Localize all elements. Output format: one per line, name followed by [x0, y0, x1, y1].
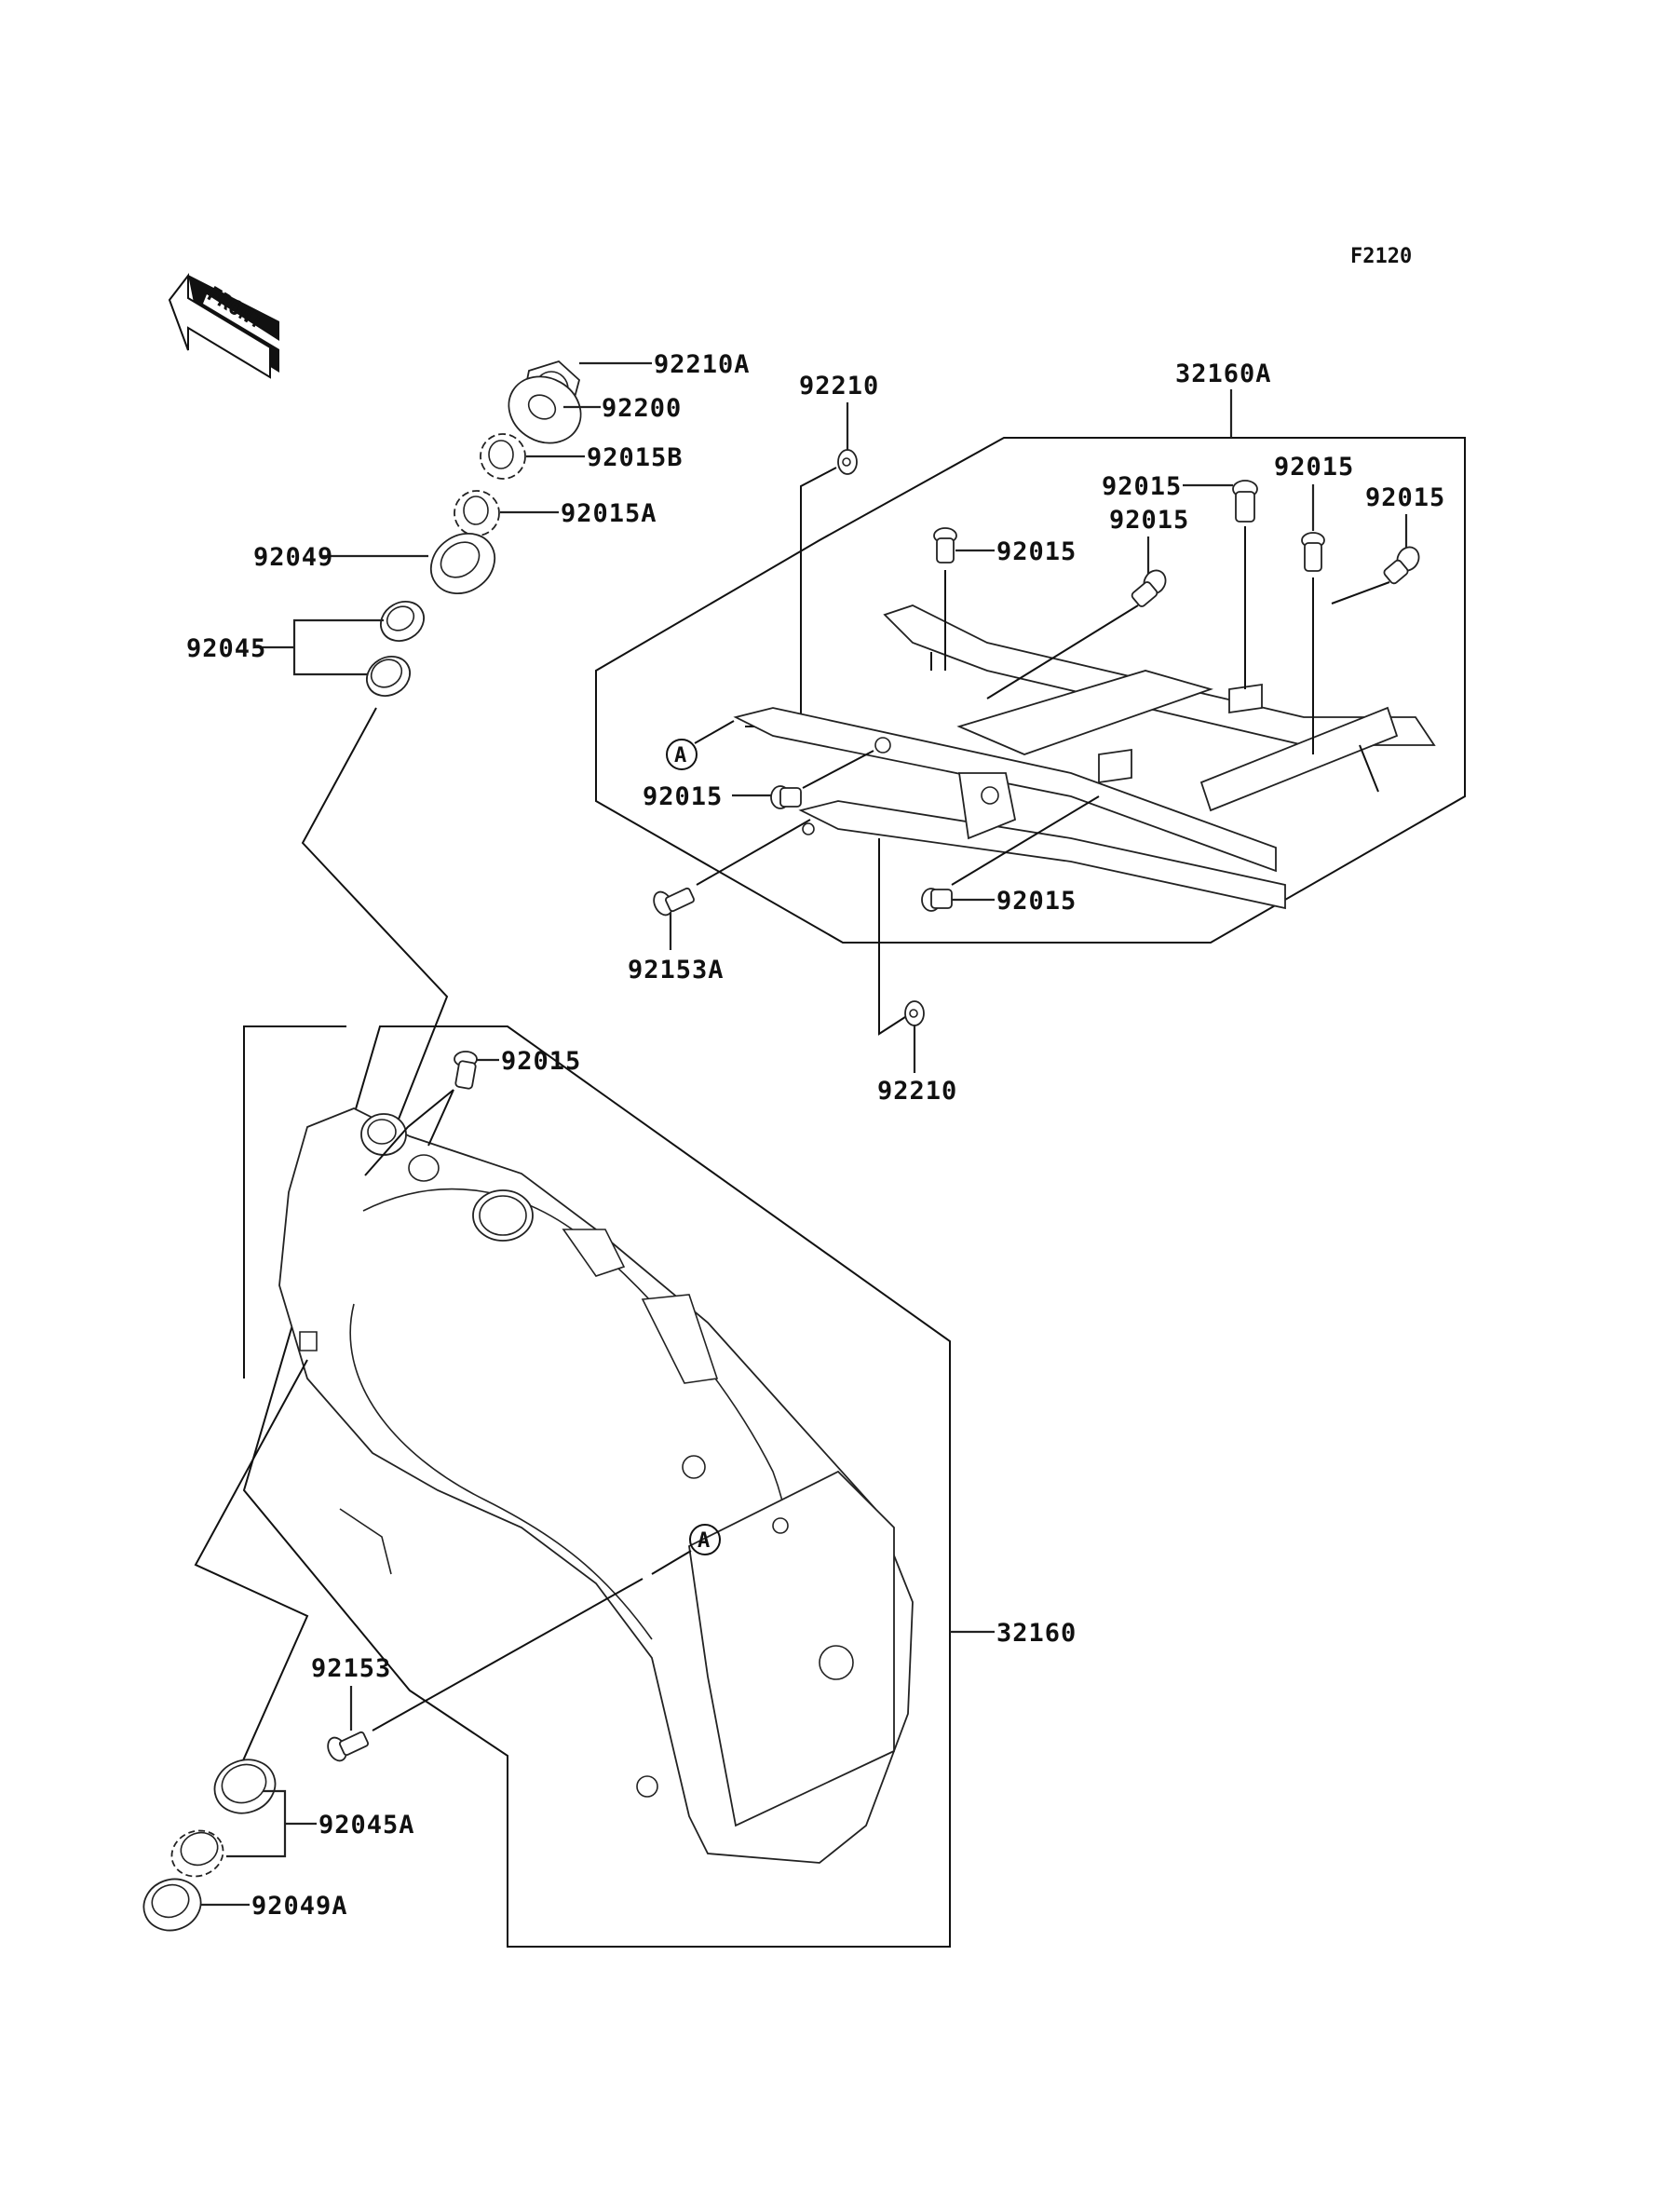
assembly-line-92210-bottom [878, 838, 909, 1036]
part-label-92153A[interactable]: 92153A [628, 956, 725, 985]
svg-text:A: A [674, 744, 686, 767]
front-arrow-icon: FRONT [168, 273, 279, 379]
flange-nut-92210-top-icon [837, 449, 858, 475]
part-label-92049[interactable]: 92049 [253, 543, 333, 572]
bearing-92045-icon [366, 601, 425, 697]
part-label-92210-bottom[interactable]: 92210 [877, 1077, 957, 1106]
assembly-line-92210-top [745, 467, 837, 727]
group-outline-32160A [595, 437, 1466, 944]
svg-text:A: A [698, 1529, 710, 1553]
part-label-92015-e[interactable]: 92015 [996, 537, 1077, 566]
part-label-92210A[interactable]: 92210A [654, 350, 751, 379]
part-label-32160A[interactable]: 32160A [1175, 360, 1272, 388]
assembly-line-92015-d [1331, 581, 1390, 604]
collar-92015-g-icon [921, 888, 953, 912]
flange-nut-92210-bottom-icon [904, 1000, 925, 1026]
assembly-line-92153A [696, 819, 811, 886]
part-label-92015B[interactable]: 92015B [587, 443, 684, 472]
assembly-line-stem-lower [194, 1359, 309, 1785]
collar-92015-d-icon [1383, 546, 1420, 585]
part-label-92015-d[interactable]: 92015 [1365, 483, 1445, 512]
part-label-92153[interactable]: 92153 [311, 1654, 391, 1683]
assembly-line-92153 [372, 1578, 644, 1731]
group-outline-32160-left [243, 1025, 346, 1378]
assembly-line-stem-upper [301, 707, 449, 1198]
collar-92015-f-icon [770, 785, 802, 809]
collar-92015-e-icon [933, 527, 957, 564]
assembly-line-92015-frame-1 [364, 1089, 454, 1176]
locknut-92015B-icon [480, 433, 526, 480]
part-label-92015-frame[interactable]: 92015 [501, 1047, 581, 1076]
washer-92200-icon [508, 375, 582, 444]
diagram-code: F2120 [1350, 245, 1412, 268]
leader-ref-a-bottom [651, 1550, 692, 1575]
part-label-92015A[interactable]: 92015A [561, 499, 657, 528]
part-label-92210-top[interactable]: 92210 [799, 372, 879, 401]
bracket-92045 [292, 618, 384, 676]
bolt-92153-icon [327, 1731, 369, 1762]
assembly-line-92015-frame-2 [427, 1089, 454, 1147]
seal-92049-icon [429, 533, 496, 594]
part-label-92200[interactable]: 92200 [602, 394, 682, 423]
leader-ref-a-top [694, 720, 735, 744]
part-label-92045[interactable]: 92045 [186, 634, 266, 663]
seal-92049A-icon [142, 1878, 202, 1932]
assembly-line-92015-b [986, 604, 1139, 699]
rear-subframe-drawing [733, 604, 1436, 910]
reference-marker-a-top: A [666, 739, 698, 770]
assembly-line-92015-f [802, 750, 874, 789]
part-label-92049A[interactable]: 92049A [251, 1892, 348, 1921]
locknut-92015A-icon [454, 490, 500, 536]
part-label-92015-b[interactable]: 92015 [1109, 506, 1189, 535]
collar-92015-b-icon [1131, 569, 1167, 607]
reference-marker-a-bottom: A [689, 1524, 721, 1555]
collar-92015-frame-icon [454, 1051, 478, 1090]
part-label-92015-c[interactable]: 92015 [1274, 453, 1354, 482]
main-frame-drawing [278, 1107, 914, 1864]
part-label-92015-g[interactable]: 92015 [996, 887, 1077, 916]
part-label-92015-f[interactable]: 92015 [643, 782, 723, 811]
bearing-92045A-icon [170, 1759, 277, 1878]
bolt-92153A-icon [653, 887, 695, 917]
part-label-92045A[interactable]: 92045A [318, 1811, 415, 1840]
assembly-line-92015-g [951, 795, 1100, 886]
part-label-92015-a[interactable]: 92015 [1102, 472, 1182, 501]
collar-92015-a-icon [1232, 480, 1258, 523]
group-outline-32160 [242, 1025, 951, 1948]
collar-92015-c-icon [1301, 532, 1325, 572]
part-label-32160[interactable]: 32160 [996, 1619, 1077, 1648]
